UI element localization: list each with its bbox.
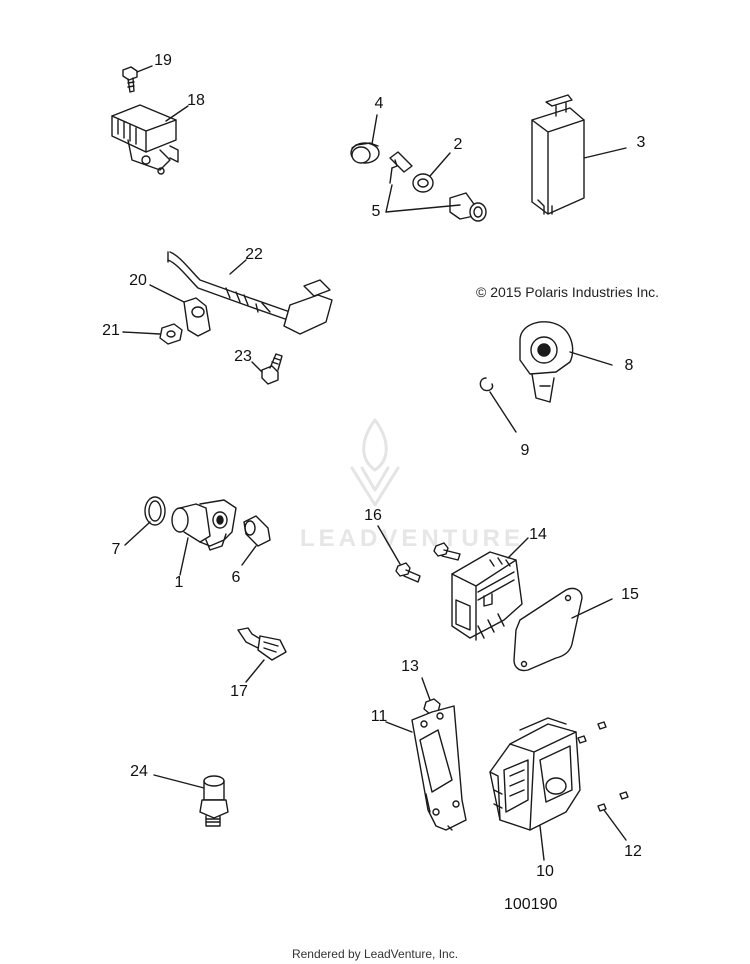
part-17-temp-sensor [237,627,287,683]
part-1-sensor [171,499,237,576]
callout-12: 12 [624,843,642,860]
part-7-oring [124,496,166,546]
callout-17: 17 [230,683,248,700]
part-15-gasket [513,587,613,672]
callout-16: 16 [364,507,382,524]
callout-11: 11 [370,708,388,725]
part-3-relay [531,94,627,215]
callout-24: 24 [130,763,148,780]
callout-19: 19 [154,52,172,69]
callout-3: 3 [636,134,646,151]
callout-23: 23 [234,348,252,365]
callout-7: 7 [111,541,121,558]
part-4-seal [350,114,380,164]
callout-2: 2 [453,136,463,153]
part-24-pressure-switch [153,774,229,827]
callout-4: 4 [374,95,384,112]
diagram-number: 100190 [504,896,558,913]
callout-10: 10 [536,863,554,880]
callout-1: 1 [174,574,184,591]
callout-14: 14 [529,526,547,543]
part-5-sensor [449,192,487,222]
part-5-leaders [385,184,461,213]
callout-18: 18 [187,92,205,109]
part-22-speed-sensor [167,251,333,335]
callout-22: 22 [245,246,263,263]
callout-21: 21 [102,322,120,339]
footer-credit: Rendered by LeadVenture, Inc. [291,947,459,961]
callout-5: 5 [371,203,381,220]
part-5-tab [389,151,413,184]
part-13-nut [421,677,441,715]
callout-6: 6 [231,569,241,586]
copyright-notice: © 2015 Polaris Industries Inc. [476,284,660,300]
callout-9: 9 [520,442,530,459]
callout-15: 15 [621,586,639,603]
part-12-screws [577,721,629,841]
part-20-clamp [149,284,211,337]
part-10-ecu [489,717,581,861]
callout-8: 8 [624,357,634,374]
part-2-nut [412,152,451,193]
part-16-bolts [377,525,461,583]
part-23-bolt [251,353,283,385]
part-19-bolt [122,65,153,93]
part-11-bracket [385,705,467,831]
watermark: LEADVENTURE [300,525,525,552]
watermark-logo [350,418,400,507]
part-8-knock-sensor [519,321,613,403]
part-21-nut [122,323,183,345]
part-18-map-sensor [111,104,189,175]
part-14-connector-housing [451,537,529,641]
part-6-sleeve [241,515,271,566]
callout-20: 20 [129,272,147,289]
part-9-clip [479,377,517,433]
callout-13: 13 [401,658,419,675]
